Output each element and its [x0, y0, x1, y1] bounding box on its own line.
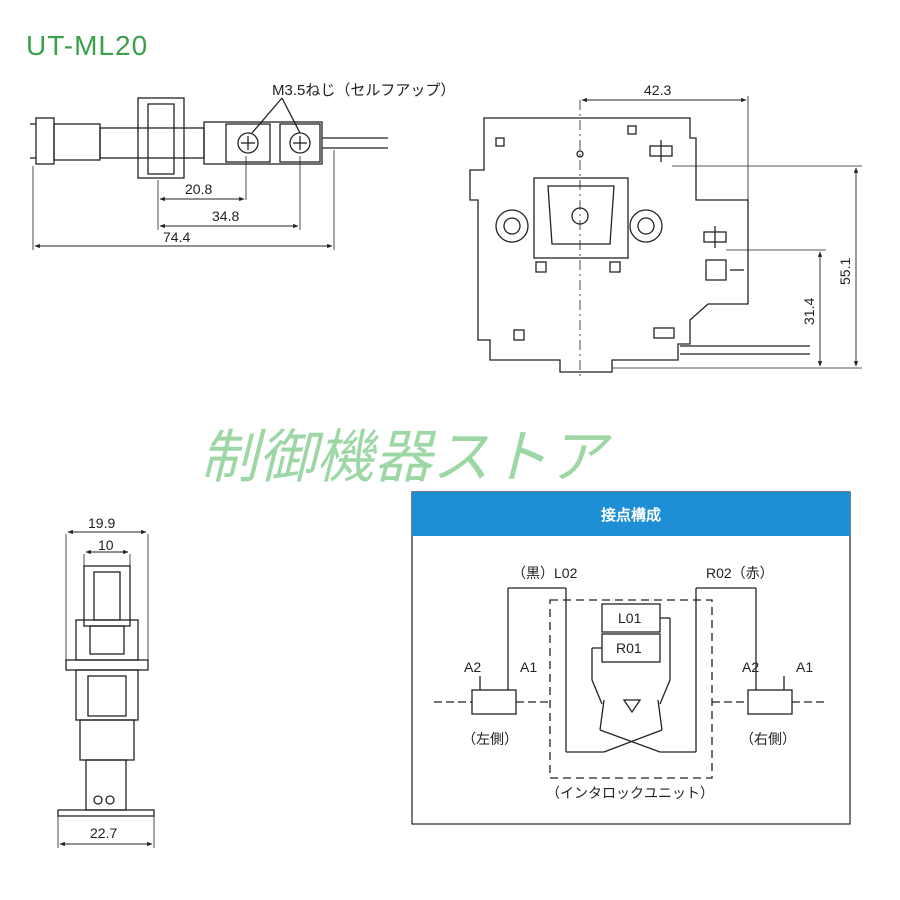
interlock-unit-label: （インタロックユニット） [546, 785, 714, 801]
box-l01-label: L01 [618, 610, 642, 626]
dim-20-8: 20.8 [185, 181, 212, 197]
contact-panel-header: 接点構成 [601, 506, 661, 524]
dim-31-4: 31.4 [801, 298, 817, 325]
product-title: UT-ML20 [26, 30, 149, 61]
dim-19-9: 19.9 [88, 515, 115, 531]
dim-74-4: 74.4 [163, 229, 190, 245]
right-wire-label: R02（赤） [706, 565, 774, 581]
box-r01-label: R01 [616, 640, 642, 656]
contact-panel-header-bar [412, 492, 850, 536]
front-view [469, 96, 862, 380]
dim-42-3: 42.3 [644, 82, 671, 98]
screw-label: M3.5ねじ（セルフアップ） [272, 82, 455, 99]
left-a2-label: A2 [464, 659, 481, 675]
left-side-label: （左側） [462, 731, 518, 747]
contact-panel [411, 491, 851, 825]
dim-10: 10 [98, 537, 114, 553]
dim-34-8: 34.8 [212, 208, 239, 224]
dim-22-7: 22.7 [90, 825, 117, 841]
right-a1-label: A1 [796, 659, 813, 675]
left-a1-label: A1 [520, 659, 537, 675]
dim-55-1: 55.1 [837, 258, 853, 285]
side-view [30, 97, 388, 250]
right-a2-label: A2 [742, 659, 759, 675]
right-side-label: （右側） [740, 731, 796, 747]
end-view [57, 529, 155, 848]
left-wire-label: （黒）L02 [512, 565, 578, 581]
watermark: 制御機器ストア [200, 423, 607, 491]
